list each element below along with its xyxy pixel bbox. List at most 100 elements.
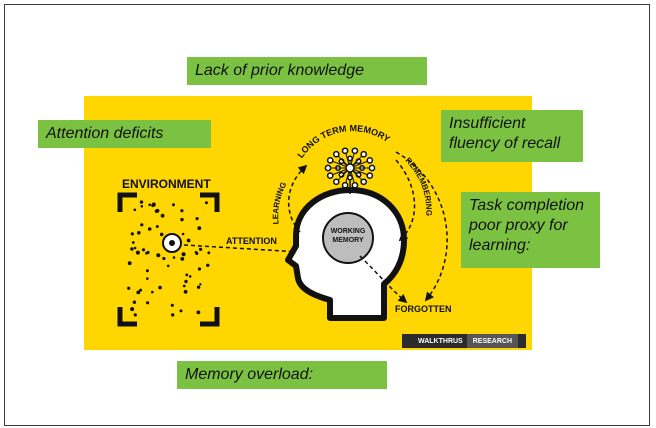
environment-dot bbox=[180, 257, 185, 261]
tree-node bbox=[326, 157, 334, 164]
environment-dot bbox=[172, 256, 176, 259]
environment-dot bbox=[135, 250, 140, 255]
attention-arrow bbox=[183, 244, 302, 257]
box-insufficient-fluency: Insufficient fluency of recall bbox=[441, 110, 583, 162]
environment-dot bbox=[199, 247, 203, 251]
environment-dot bbox=[139, 200, 144, 204]
environment-dot bbox=[160, 213, 165, 218]
environment-dot bbox=[146, 277, 149, 280]
learning-label: LEARNING bbox=[271, 181, 288, 225]
environment-dot bbox=[148, 203, 151, 207]
tree-node bbox=[366, 157, 374, 164]
environment-dot bbox=[197, 226, 202, 231]
environment-dot bbox=[181, 232, 185, 236]
environment-dot bbox=[181, 252, 186, 257]
environment-dot bbox=[196, 310, 201, 315]
environment-dot bbox=[145, 269, 149, 273]
environment-dot bbox=[155, 208, 160, 213]
environment-dot bbox=[182, 284, 186, 288]
environment-dot bbox=[166, 264, 170, 268]
environment-dot bbox=[196, 285, 201, 289]
environment-dot bbox=[156, 253, 161, 258]
tree-node bbox=[332, 178, 340, 186]
tree-node bbox=[347, 155, 353, 162]
working-memory-circle bbox=[322, 212, 374, 264]
environment-dot bbox=[146, 301, 150, 305]
environment-dot bbox=[147, 227, 152, 231]
tree-node bbox=[332, 150, 340, 158]
environment-dot bbox=[158, 285, 162, 290]
environment-dot bbox=[130, 307, 135, 312]
environment-dot bbox=[133, 208, 137, 212]
environment-dot bbox=[162, 256, 166, 261]
environment-dot bbox=[180, 209, 184, 213]
environment-dot bbox=[194, 250, 198, 254]
environment-dot bbox=[159, 232, 164, 237]
environment-dots bbox=[127, 200, 211, 317]
working-memory-label: WORKING MEMORY bbox=[326, 227, 370, 245]
environment-dot bbox=[179, 309, 183, 313]
tree-node bbox=[341, 147, 349, 155]
environment-dot bbox=[130, 247, 134, 251]
tree-node bbox=[347, 174, 353, 181]
remembering-label: REMEMBERING bbox=[404, 156, 434, 216]
environment-dot bbox=[133, 313, 137, 317]
environment-label: ENVIRONMENT bbox=[122, 177, 211, 191]
environment-dot bbox=[139, 288, 143, 292]
box-attention-deficits: Attention deficits bbox=[38, 120, 211, 148]
tree-node bbox=[351, 181, 359, 189]
tree-node bbox=[341, 181, 349, 189]
environment-dot bbox=[141, 248, 146, 252]
environment-dot bbox=[140, 205, 144, 208]
environment-dot bbox=[172, 203, 175, 207]
box-lack-of-prior-knowledge: Lack of prior knowledge bbox=[187, 57, 427, 85]
environment-dot bbox=[204, 201, 208, 205]
environment-dot bbox=[207, 251, 211, 255]
environment-dot bbox=[185, 273, 189, 277]
logo-research-text: RESEARCH bbox=[466, 334, 519, 348]
environment-dot bbox=[180, 217, 184, 222]
box-memory-overload: Memory overload: bbox=[177, 361, 387, 389]
box-task-completion: Task completion poor proxy for learning: bbox=[461, 192, 600, 268]
environment-dot bbox=[136, 290, 141, 295]
remembering-arrow bbox=[395, 159, 416, 242]
tree-node bbox=[368, 164, 376, 172]
environment-dot bbox=[151, 290, 154, 294]
tree-node bbox=[326, 172, 334, 179]
long-term-memory-label: LONG TERM MEMORY bbox=[295, 123, 391, 160]
walkthrus-logo: WALKTHRUS RESEARCH bbox=[402, 334, 526, 348]
attention-label: ATTENTION bbox=[226, 236, 277, 246]
environment-dot bbox=[130, 232, 134, 236]
environment-dot bbox=[183, 289, 188, 294]
environment-dot bbox=[184, 279, 188, 284]
logo-walkthrus-text: WALKTHRUS bbox=[418, 337, 463, 345]
attention-target-icon bbox=[162, 233, 182, 253]
forgotten-arrow-from-long-term bbox=[395, 151, 448, 302]
environment-dot bbox=[155, 225, 159, 228]
environment-dot bbox=[151, 202, 156, 207]
tree-node bbox=[360, 150, 368, 158]
environment-dot bbox=[140, 223, 144, 227]
long-term-memory-icon bbox=[324, 147, 376, 194]
environment-dot bbox=[137, 231, 141, 235]
environment-dot bbox=[131, 241, 135, 244]
tree-core-node bbox=[345, 163, 355, 173]
environment-dot bbox=[195, 217, 199, 221]
working-memory-label-line2: MEMORY bbox=[332, 237, 364, 244]
environment-dot bbox=[188, 275, 192, 278]
learning-arrow bbox=[288, 164, 308, 233]
environment-dot bbox=[186, 238, 191, 243]
forgotten-arrow-from-working bbox=[359, 255, 408, 304]
environment-dot bbox=[197, 267, 202, 271]
environment-dot bbox=[127, 286, 131, 290]
environment-dot bbox=[206, 263, 210, 267]
environment-dot bbox=[145, 252, 148, 255]
environment-dot bbox=[132, 300, 137, 304]
tree-node bbox=[324, 164, 332, 172]
working-memory-label-line1: WORKING bbox=[330, 228, 366, 235]
environment-dot bbox=[127, 261, 132, 266]
environment-dot bbox=[170, 303, 174, 307]
forgotten-label: FORGOTTEN bbox=[395, 304, 452, 314]
tree-node bbox=[366, 172, 374, 179]
